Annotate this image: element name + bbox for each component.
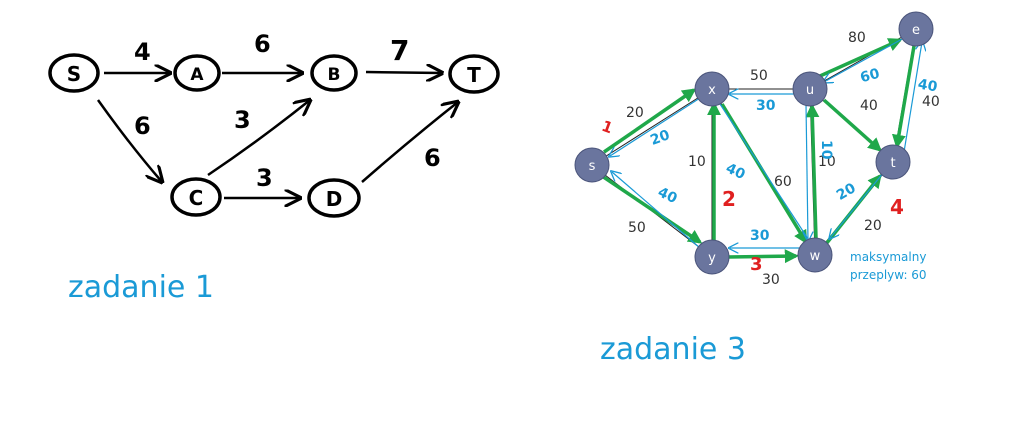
cap-u-w: 10 — [818, 154, 836, 170]
node-y3-label: y — [708, 251, 716, 266]
residual-arrows — [610, 37, 922, 248]
node-u3: u — [792, 71, 828, 107]
flow-x-w — [720, 103, 808, 245]
node-c: C — [170, 177, 222, 217]
flow-label-u-x: 30 — [756, 98, 776, 114]
capacity-labels: 20 50 50 80 40 40 10 60 10 30 20 — [626, 30, 940, 288]
node-s3: s — [574, 147, 610, 183]
label-s-a: 4 — [134, 38, 151, 66]
node-s: S — [48, 53, 100, 93]
cap-s-x: 20 — [626, 105, 644, 121]
max-flow-line-2: przeplyw: 60 — [850, 268, 927, 282]
node-b: B — [310, 54, 358, 92]
flow-label-x-y: 40 — [723, 160, 748, 183]
label-c-b: 3 — [234, 106, 251, 134]
flow-label-t-e: 40 — [917, 76, 939, 95]
flow-u-t — [822, 98, 883, 152]
node-x3-label: x — [708, 83, 716, 98]
cap-x-u: 50 — [750, 68, 768, 84]
label-s-c: 6 — [134, 112, 151, 140]
node-a-label: A — [190, 65, 204, 85]
cap-e-t: 40 — [922, 94, 940, 110]
max-flow-line-1: maksymalny — [850, 250, 927, 264]
path-mark-2: 2 — [722, 187, 736, 211]
node-t3-label: t — [890, 156, 895, 171]
edge-c-b — [207, 100, 310, 177]
edge-d-t — [361, 102, 458, 183]
flow-s-x — [603, 88, 697, 154]
cap-y-w: 30 — [762, 272, 780, 288]
cap-x-w: 60 — [774, 174, 792, 190]
node-e3: e — [898, 11, 934, 47]
flow-labels: 20 40 30 60 40 40 10 30 20 — [648, 66, 939, 244]
edge-s-c — [96, 99, 162, 182]
node-u3-label: u — [806, 83, 814, 98]
flow-e-t — [891, 45, 916, 149]
flow-y-w — [727, 249, 799, 264]
max-flow-note: maksymalny przeplyw: 60 — [850, 248, 927, 284]
flow-label-w-u: 10 — [818, 140, 834, 160]
node-t-label: T — [467, 63, 481, 87]
node-w3-label: w — [810, 249, 821, 264]
flow-u-e — [819, 38, 903, 78]
flow-w-u — [805, 103, 820, 239]
node-t3: t — [875, 144, 911, 180]
node-e3-label: e — [912, 23, 920, 38]
diagram-3: 20 50 50 80 40 40 10 60 10 30 20 20 40 3… — [574, 11, 940, 288]
path-mark-4: 4 — [890, 195, 904, 219]
path-mark-1: 1 — [599, 117, 615, 137]
label-b-t: 7 — [390, 34, 409, 67]
caption-zadanie-3: zadanie 3 — [600, 332, 746, 367]
node-s3-label: s — [589, 159, 596, 174]
node-t: T — [448, 54, 500, 94]
node-w3: w — [797, 237, 833, 273]
edge-b-t — [365, 72, 442, 73]
node-s-label: S — [67, 62, 81, 86]
cap-s-y: 50 — [628, 220, 646, 236]
flow-label-x-s: 20 — [648, 127, 672, 149]
node-b-label: B — [328, 65, 341, 85]
cap-u-e: 80 — [848, 30, 866, 46]
node-a: A — [173, 54, 221, 92]
node-c-label: C — [189, 186, 204, 210]
label-c-d: 3 — [256, 164, 273, 192]
node-x3: x — [694, 71, 730, 107]
node-d-label: D — [326, 187, 343, 211]
flow-label-t-w: 20 — [834, 180, 859, 204]
flow-s-y — [601, 174, 703, 244]
cap-x-y: 10 — [688, 154, 706, 170]
path-mark-3: 3 — [750, 254, 763, 275]
diagram-1: 4 6 7 6 3 3 6 S A B T C D — [48, 30, 500, 218]
flow-label-w-y: 30 — [750, 228, 770, 244]
node-y3: y — [694, 239, 730, 275]
node-d: D — [307, 178, 361, 218]
flow-label-y-s: 40 — [655, 184, 680, 207]
flow-label-e-u: 60 — [859, 66, 882, 87]
nodes-3: s x u e t y w — [574, 11, 934, 275]
label-d-t: 6 — [424, 144, 441, 172]
cap-u-t: 40 — [860, 98, 878, 114]
label-a-b: 6 — [254, 30, 271, 58]
caption-zadanie-1: zadanie 1 — [68, 270, 214, 305]
cap-w-t: 20 — [864, 218, 882, 234]
